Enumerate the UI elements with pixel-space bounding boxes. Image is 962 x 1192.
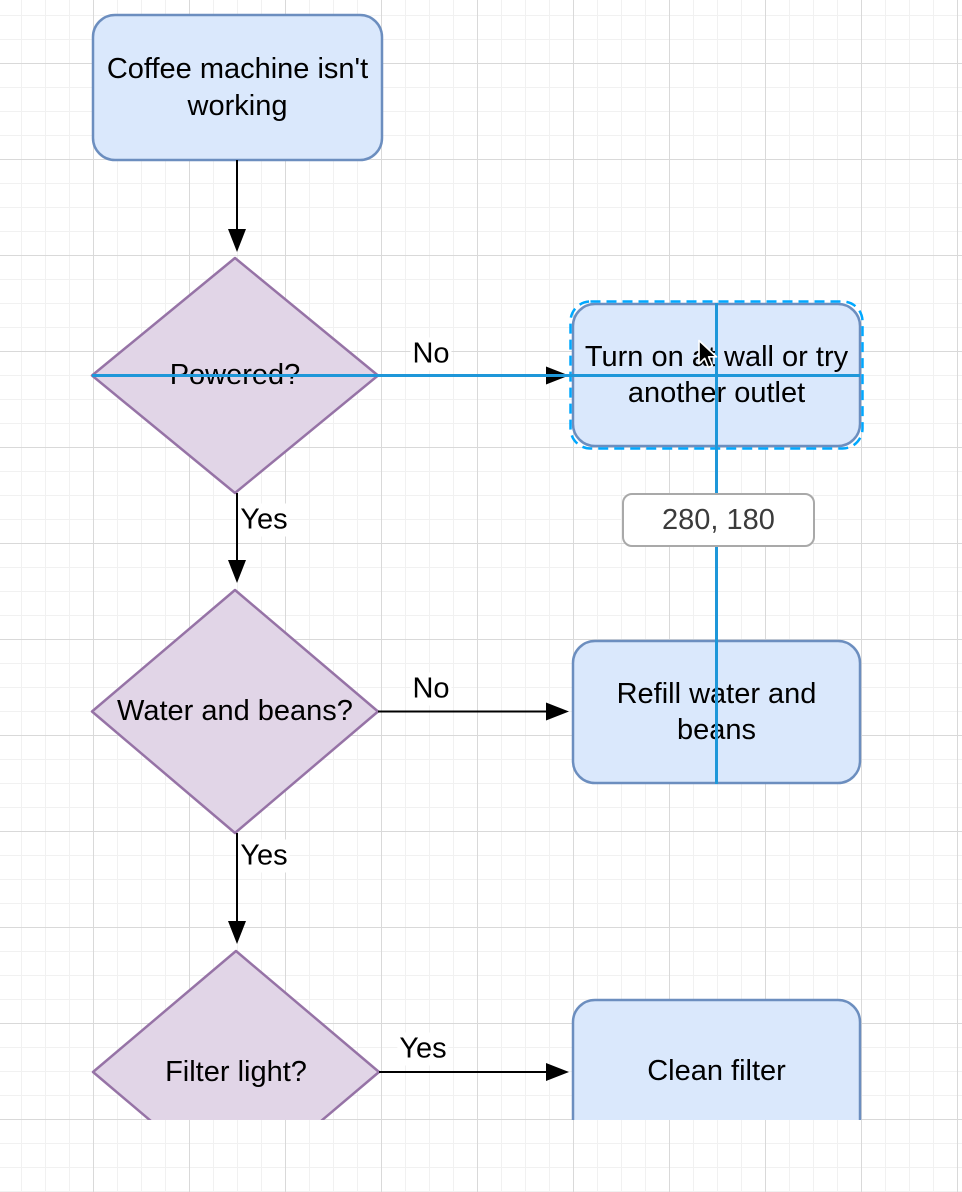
diagram-canvas[interactable]: { "nodes": { "start": { "label": "Coffee…: [0, 0, 962, 1120]
node-clean-filter-label[interactable]: Clean filter: [647, 1054, 786, 1087]
alignment-guide-horizontal: [92, 374, 860, 377]
node-water-beans-label[interactable]: Water and beans?: [117, 695, 353, 728]
node-water-beans[interactable]: [90, 588, 380, 835]
edge-label-powered-yes[interactable]: Yes: [238, 503, 290, 537]
edge-label-water-yes[interactable]: Yes: [238, 839, 290, 873]
edge-label-filter-yes[interactable]: Yes: [397, 1032, 449, 1066]
node-coffee-machine-label[interactable]: Coffee machine isn't working: [106, 53, 369, 122]
node-clean-filter[interactable]: [571, 998, 862, 1120]
mouse-cursor-icon: [698, 339, 718, 369]
edge-label-water-no[interactable]: No: [410, 672, 452, 706]
node-filter-light-label[interactable]: Filter light?: [165, 1055, 307, 1088]
drag-position-tooltip: 280, 180: [622, 493, 815, 547]
node-filter-light[interactable]: [91, 949, 381, 1120]
edge-label-powered-no[interactable]: No: [410, 337, 452, 371]
